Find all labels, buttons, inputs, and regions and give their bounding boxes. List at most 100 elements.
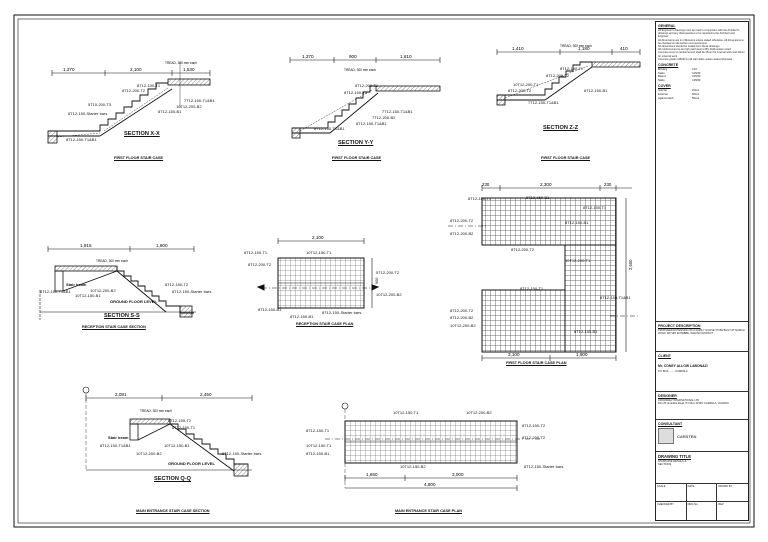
ff-label-3: 8T12-200-B2: [450, 231, 474, 236]
qq-label-4: 10T12-150-B1: [164, 443, 190, 448]
qq-tread: TREAD, 300 mm each: [140, 409, 172, 413]
mp-label-0: 10T12-150-T1: [393, 410, 419, 415]
ff-label-10: 8T12-200-T2: [450, 308, 474, 313]
logo-mark-icon: [658, 428, 674, 444]
qq-dim-1: 2,081: [115, 392, 127, 397]
tb-drawing-title-line-2: SECTIONS: [658, 463, 672, 467]
ff-label-0: 8T12-150-T1: [468, 196, 492, 201]
tb-cover-0-value: 25mm: [692, 89, 700, 93]
ss-label-0: Stair beam: [66, 282, 87, 287]
tb-footer-grid: SCALE DATE DRAWN BY CHECKED BY DRG No. R…: [656, 484, 748, 520]
tb-designer-name: ORIGINDEV INTERNATIONAL LTD: [658, 399, 700, 402]
section-q-q-drawing: [82, 386, 253, 477]
tb-consultant: CONSULTANT CARSTEN: [656, 420, 748, 452]
ff-label-7: 10T12-200-T1: [565, 258, 591, 263]
section-y-y-title: SECTION Y-Y: [338, 140, 374, 146]
tb-project-heading: PROJECT DESCRIPTION: [658, 324, 701, 328]
rp-label-6: 8T12-150-Starter bars: [322, 310, 362, 315]
yy-label-3: 7T12-200-B2: [372, 115, 396, 120]
section-z-z-drawing: [496, 49, 641, 106]
tb-cover-0-name: Internal: [658, 89, 667, 93]
tb-cover-1-value: 40mm: [692, 93, 700, 96]
sy-dim-3: 1,610: [400, 54, 412, 59]
qq-label-2: Stair beam: [108, 435, 129, 440]
section-q-q-title: SECTION Q-Q: [154, 476, 191, 482]
sy-dim-2: 900: [349, 54, 357, 59]
mp-label-3: 8T12-150-T1: [306, 428, 330, 433]
ff-label-12: 10T12-200-B2: [450, 323, 476, 328]
tb-designer-address: Plot 25, Entebbe Road, P.O Box 12345, KA…: [658, 402, 729, 406]
yy-label-2: 7T12-150-T1&B1: [382, 109, 413, 114]
xx-label-5: 10T12-200-B2: [176, 104, 202, 109]
section-y-y-drawing: [289, 57, 441, 139]
qq-label-5: 10T12-200-B2: [136, 451, 162, 456]
zz-label-5: 7T12-150-T1&B1: [528, 100, 559, 105]
first-floor-plan-caption: FIRST FLOOR STAIR CASE PLAN: [506, 361, 567, 365]
tb-cover-heading: COVER: [658, 84, 671, 89]
xx-label-4: 7T12-150-T1&B1: [184, 98, 215, 103]
tb-material-1-name: Stairs: [658, 71, 665, 75]
tb-note-1: All dimensions are in millimetres unless…: [658, 38, 744, 45]
tb-cover-2-name: Against earth: [658, 96, 674, 100]
yy-label-1: 8T12-150-T1: [344, 90, 368, 95]
ff-label-4: 8T12-150-T1: [583, 205, 607, 210]
tb-cover-2-value: 50mm: [692, 96, 700, 100]
rp-label-3: 5T12-200-T2: [376, 270, 400, 275]
reception-plan-caption: RECEPTION STAIR CASE PLAN: [296, 322, 354, 326]
section-s-s-title: SECTION S-S: [104, 313, 140, 319]
ss-dim-2: 1,800: [156, 243, 168, 248]
consultant-logo: CARSTEN: [658, 428, 746, 444]
section-y-y-caption: FIRST FLOOR STAIR CASE: [332, 156, 382, 160]
sx-tread: TREAD, 300 mm each: [165, 61, 197, 65]
mp-label-4: 10T12-150-T1: [306, 443, 332, 448]
tb-client-heading: CLIENT: [658, 354, 671, 358]
rp-label-7: 8T12-150-B1: [290, 314, 314, 319]
ss-dim-1: 1,915: [80, 243, 92, 248]
mp-label-5: 8T12-150-B1: [306, 451, 330, 456]
ff-dim-2: 2,300: [540, 182, 552, 187]
yy-label-0: 8T12-200-T1: [355, 83, 379, 88]
main-entrance-plan-drawing: [325, 402, 540, 491]
sy-tread: TREAD, 300 mm each: [344, 68, 376, 72]
tb-client-name: Mr. CONEY ALLOW LABONAZI: [658, 364, 708, 368]
mp-label-1: 10T12-200-B2: [466, 410, 492, 415]
tb-project-text: PROPOSED EXTENSION OF A FAMILY HOUSE TO …: [658, 329, 745, 336]
tb-material-2-name: Beams: [658, 75, 667, 79]
ss-tread: TREAD, 300 mm each: [96, 259, 128, 263]
tb-drawing-title-line-1: STAIRCASE DETAILS &: [658, 460, 687, 463]
section-s-s-drawing: [39, 246, 196, 320]
qq-dim-2: 2,450: [200, 392, 212, 397]
xx-label-2: 5T10-200-T3: [88, 102, 112, 107]
sz-dim-1: 1,410: [512, 46, 524, 51]
reception-plan-drawing: [256, 238, 380, 309]
tb-designer-heading: DESIGNER: [658, 394, 677, 398]
tb-consultant-heading: CONSULTANT: [658, 422, 683, 426]
mp-dim-1: 1,650: [366, 472, 378, 477]
tb-footer-cell: DRAWN BY: [717, 484, 748, 502]
ff-label-13: 8T12-150-B1: [574, 329, 598, 334]
rp-label-2: 8T12-200-T2: [248, 262, 272, 267]
rp-label-5: 8T12-150-B1: [258, 307, 282, 312]
sy-dim-1: 1,370: [302, 54, 314, 59]
section-s-s-caption: RECEPTION STAIR CASE SECTION: [82, 325, 146, 329]
sz-tread: TREAD, 300 mm each: [560, 44, 592, 48]
ff-label-11: 8T12-200-B2: [450, 315, 474, 320]
tb-material-0-name: Blinding: [658, 68, 668, 72]
tb-note-5: Concrete grade C25/30 for all stair slab…: [658, 57, 733, 61]
rp-dim-2: 900: [375, 278, 379, 284]
tb-material-2-value: C25/30: [692, 75, 701, 79]
ff-dim-5: 1,900: [576, 352, 588, 357]
zz-label-0: 8T12-150-T1: [560, 66, 584, 71]
ff-label-9: 8T12-150-T1&B1: [600, 295, 631, 300]
tb-designer: DESIGNER ORIGINDEV INTERNATIONAL LTD Plo…: [656, 392, 748, 420]
sx-dim-2: 2,100: [130, 67, 142, 72]
tb-client: CLIENT Mr. CONEY ALLOW LABONAZI P.O BOX …: [656, 352, 748, 392]
tb-footer-cell: SCALE: [656, 484, 687, 502]
qq-label-1: 8T12-150-T1: [172, 425, 196, 430]
section-z-z-title: SECTION Z-Z: [543, 125, 579, 131]
tb-material-3-name: Slabs: [658, 78, 665, 82]
sx-dim-1: 1,370: [63, 67, 75, 72]
section-q-q-caption: MAIN ENTRANCE STAIR CASE SECTION: [136, 509, 210, 513]
